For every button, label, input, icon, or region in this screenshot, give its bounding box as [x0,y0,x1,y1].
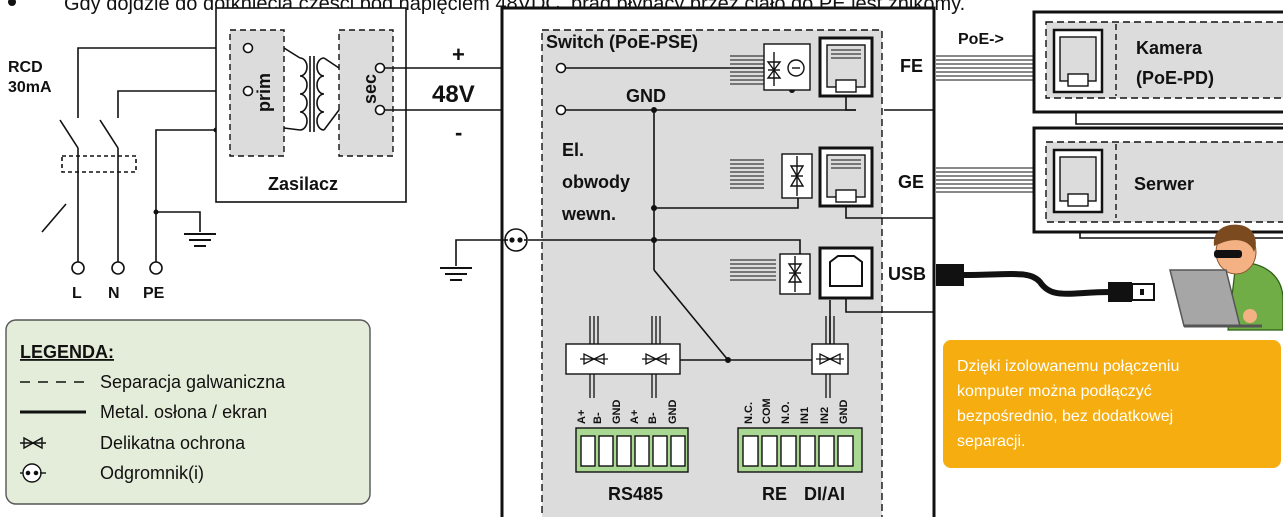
psu-prim-label: prim [254,73,274,112]
psu-title: Zasilacz [268,174,338,194]
usb-cable-icon [936,264,1155,302]
terminal-pe [149,261,163,275]
rs485-pin: GND [667,400,679,425]
fe-label: FE [900,56,923,76]
header-bullet-icon [8,0,16,6]
rs485-protection [565,316,681,398]
io-pin: COM [761,398,773,424]
usb-label: USB [888,264,926,284]
person-with-laptop-icon [1169,224,1283,331]
ground-icon-psu [184,233,216,247]
rs485-pin: GND [611,400,623,425]
ground-icon-switch [440,267,472,281]
rs485-pin: B- [592,412,604,424]
camera-label-2: (PoE-PD) [1136,68,1214,88]
io-pin-labels: N.C. COM N.O. IN1 IN2 GND [743,398,850,424]
io-pin: GND [838,400,850,425]
switch-title: Switch (PoE-PSE) [546,32,698,52]
ge-port-group [730,146,884,219]
fe-cable [936,55,1046,81]
surge-arrester-icon [504,228,528,252]
io-pin: N.O. [780,401,792,424]
psu-secondary [338,29,394,157]
terminal-n-label: N [108,285,120,302]
internal-label-1: El. [562,140,584,160]
note-line: separacji. [957,433,1026,450]
legend-surge-icon [20,463,46,483]
note-line: Dzięki izolowanemu połączeniu [957,358,1180,375]
mains-terminals [71,261,163,275]
note-line: komputer można podłączyć [957,383,1152,400]
camera-label-1: Kamera [1136,38,1203,58]
rs485-pin: A+ [576,410,588,424]
psu-sec-label: sec [360,74,380,104]
legend-item: Odgromnik(i) [100,463,204,483]
psu-primary [229,29,285,157]
di-ai-label: DI/AI [804,484,845,504]
terminal-pe-label: PE [143,285,165,302]
fe-surge-icon [787,59,805,77]
legend-item: Delikatna ochrona [100,433,246,453]
legend-item: Separacja galwaniczna [100,372,286,392]
legend-item: Metal. osłona / ekran [100,402,267,422]
server-label: Serwer [1134,174,1194,194]
rcd-label: RCD [8,59,43,76]
voltage-plus: + [452,42,465,67]
io-protection [811,316,849,398]
terminal-l [71,261,85,275]
legend: LEGENDA: Separacja galwaniczna Metal. os… [5,319,371,505]
terminal-l-label: L [72,285,82,302]
io-pin: IN2 [819,407,831,424]
io-pin: N.C. [743,402,755,424]
rs485-label: RS485 [608,484,663,504]
rcd-rating: 30mA [8,79,52,96]
usb-isolation-note: Dzięki izolowanemu połączeniu komputer m… [943,340,1281,468]
rs485-pin: B- [647,412,659,424]
rs485-terminal-block [575,427,689,473]
poe-arrow-label: PoE-> [958,31,1004,48]
rs485-pin: A+ [629,410,641,424]
legend-title: LEGENDA: [20,342,114,362]
terminal-n [111,261,125,275]
ge-label: GE [898,172,924,192]
gnd-label: GND [626,86,666,106]
rcd-group [41,47,246,262]
transformer-icon [283,47,340,132]
usb-port-group [730,246,934,313]
re-label: RE [762,484,787,504]
voltage-minus: - [455,120,462,145]
legend-protection-icon [20,436,46,450]
rcd-trip-coil [61,155,137,173]
io-terminal-block [737,427,863,473]
io-pin: IN1 [799,407,811,424]
fe-port-group [730,36,874,111]
rs485-pin-labels: A+ B- GND A+ B- GND [576,400,679,425]
internal-label-3: wewn. [561,204,616,224]
voltage-label: 48V [432,81,475,108]
note-line: bezpośrednio, bez dodatkowej [957,408,1174,425]
internal-label-2: obwody [562,172,630,192]
